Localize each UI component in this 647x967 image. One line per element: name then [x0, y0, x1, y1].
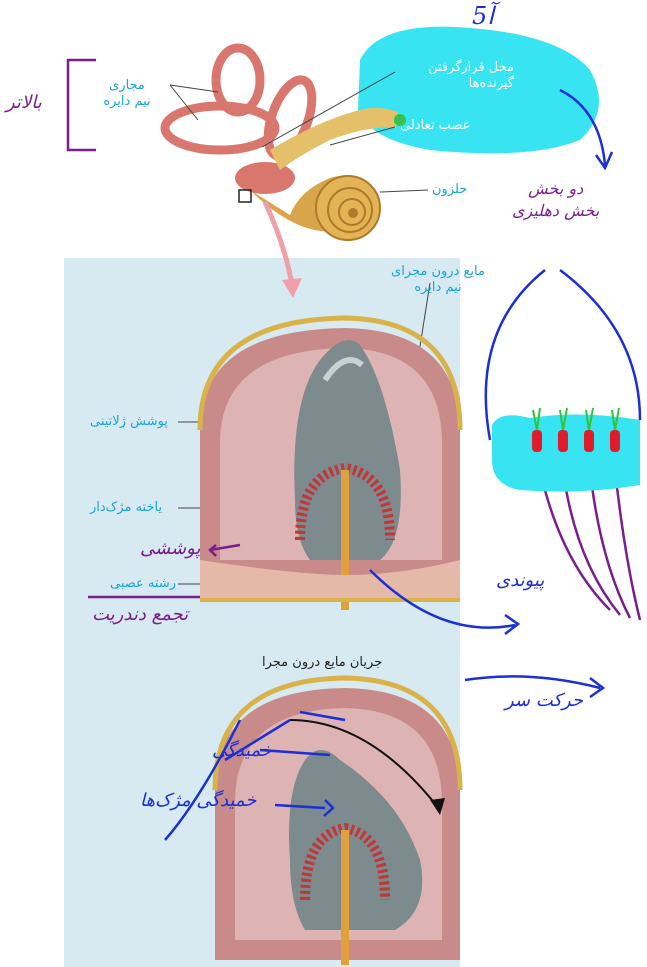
label-line: نیم دایره — [388, 280, 488, 296]
label-hair-cell: یاخته مژک‌دار — [90, 500, 162, 516]
annotation-line: دو بخش — [512, 178, 599, 200]
vestibule — [235, 162, 295, 194]
label-cochlea: حلزون — [432, 182, 467, 198]
vestibular-nerve — [270, 108, 398, 170]
annotation-line: بخش دهلیزی — [512, 200, 599, 222]
crista-lower — [215, 678, 460, 965]
label-fluid-flow: جریان مایع درون مجرا — [262, 655, 382, 671]
label-balance-nerve: عصب تعادلی — [400, 118, 470, 134]
label-canal-fluid: مایع درون مجرای نیم دایره — [388, 264, 488, 296]
annotation-bend1: خمیدگی — [212, 740, 272, 761]
zoom-box — [239, 190, 251, 202]
crista-upper — [200, 318, 460, 610]
label-line: محل قرارگرفتن — [390, 60, 514, 76]
annotation-top-number: آ5 — [472, 2, 494, 30]
annotation-link: پیوندی — [496, 570, 544, 591]
label-receptor-site: محل قرارگرفتن گیرنده‌ها — [390, 60, 514, 92]
receptor-blob — [492, 414, 640, 491]
annotation-bend2: خمیدگی مژک‌ها — [140, 790, 256, 811]
label-nerve-fiber: رشته عصبی — [110, 576, 176, 592]
annotation-cover: پوششی — [140, 538, 200, 559]
annotation-head-motion: حرکت سر — [505, 690, 583, 711]
annotation-nerve: تجمع دندریت — [92, 604, 188, 625]
label-line: مجاری — [90, 78, 164, 94]
label-line: مایع درون مجرای — [388, 264, 488, 280]
label-line: نیم دایره — [90, 94, 164, 110]
annotation-left-bracket: بالاتر — [6, 92, 42, 113]
label-line: گیرنده‌ها — [390, 76, 514, 92]
annotation-right-title: دو بخش بخش دهلیزی — [512, 178, 599, 222]
label-semicircular-canals: مجاری نیم دایره — [90, 78, 164, 110]
label-gelatinous-cover: پوشش ژلاتینی — [90, 414, 168, 430]
